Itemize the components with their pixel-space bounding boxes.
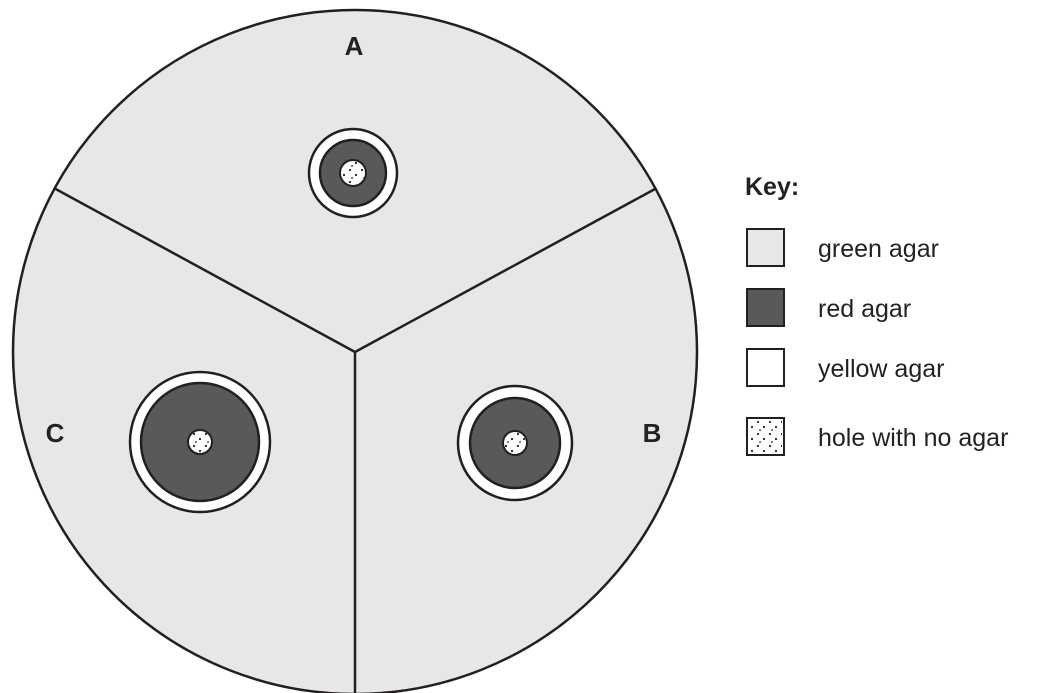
hole-dots <box>189 431 211 453</box>
key-label-red-agar: red agar <box>818 295 911 323</box>
label-c: C <box>46 418 65 448</box>
well-b <box>456 384 574 502</box>
well-c <box>128 370 272 514</box>
key-swatch-yellow-agar <box>746 348 785 387</box>
key-title: Key: <box>745 173 799 201</box>
divider-line-a-c <box>51 185 356 354</box>
label-b: B <box>643 418 662 448</box>
key-label-yellow-agar: yellow agar <box>818 355 944 383</box>
key-swatch-green-agar <box>746 228 785 267</box>
key-swatch-red-agar <box>746 288 785 327</box>
key-swatch-hole-dots <box>749 420 782 453</box>
key-label-green-agar: green agar <box>818 235 939 263</box>
key-label-hole: hole with no agar <box>818 424 1008 452</box>
divider-line-a-b <box>354 187 656 354</box>
plate-outline <box>11 8 699 693</box>
petri-dish <box>11 8 699 693</box>
hole-dots <box>504 432 526 454</box>
label-a: A <box>345 31 364 61</box>
key: Key: green agar red agar yellow agar hol… <box>745 173 1008 456</box>
hole-dots <box>341 161 365 185</box>
well-a <box>307 127 399 219</box>
